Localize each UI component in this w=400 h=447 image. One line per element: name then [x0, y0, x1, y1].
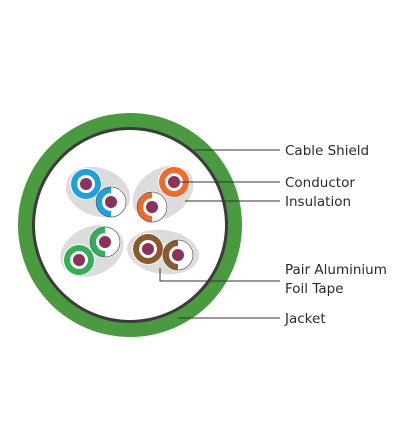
- conductor-core: [105, 196, 117, 208]
- conductor-core: [172, 249, 184, 261]
- conductor-core: [142, 243, 154, 255]
- wire-blue-striped: [95, 186, 127, 218]
- conductor-core: [73, 254, 85, 266]
- conductor-core: [168, 176, 180, 188]
- wire-green-solid: [63, 244, 95, 276]
- wire-orange-solid: [158, 166, 190, 198]
- wire-orange-striped: [136, 191, 168, 223]
- leader-lines: [159, 149, 280, 319]
- pair-green: [60, 225, 124, 277]
- label-foil-tape-line2: Foil Tape: [285, 281, 344, 297]
- wire-brown-striped: [162, 239, 194, 271]
- pair-blue: [65, 166, 131, 218]
- conductor-core: [80, 178, 92, 190]
- conductor-core: [99, 236, 111, 248]
- pair-orange: [132, 165, 194, 223]
- wire-brown-solid: [132, 233, 164, 265]
- label-insulation: Insulation: [285, 194, 351, 210]
- cable-core-area: [35, 130, 225, 320]
- conductor-core: [146, 201, 158, 213]
- pair-brown: [127, 229, 199, 275]
- leader-foil-tape: [159, 268, 280, 282]
- wire-green-striped: [89, 226, 121, 258]
- label-jacket: Jacket: [284, 311, 326, 327]
- label-conductor: Conductor: [285, 175, 355, 191]
- label-foil-tape-line1: Pair Aluminium: [285, 262, 387, 278]
- label-cable-shield: Cable Shield: [285, 143, 369, 159]
- wire-blue-solid: [70, 168, 102, 200]
